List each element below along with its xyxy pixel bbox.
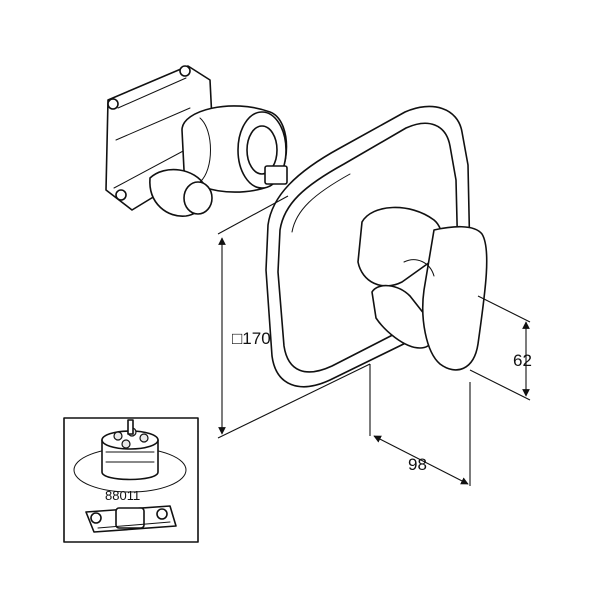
inset-cartridge <box>101 419 159 481</box>
dimension-projection <box>369 364 471 486</box>
dimension-height-label: □170 <box>232 329 271 348</box>
inset-box: 88011 <box>63 417 199 543</box>
dimension-lever-label: 62 <box>513 351 532 370</box>
mixer-lever-handle <box>357 206 488 371</box>
inset-valve-body <box>85 505 177 533</box>
dimension-height <box>217 195 371 439</box>
dimension-projection-label: 98 <box>408 455 427 474</box>
height-value: 170 <box>242 329 270 348</box>
dimension-lever-height <box>469 295 531 401</box>
inset-part-number: 88011 <box>105 488 140 503</box>
square-symbol: □ <box>232 329 242 348</box>
concealed-valve-body <box>105 65 288 217</box>
